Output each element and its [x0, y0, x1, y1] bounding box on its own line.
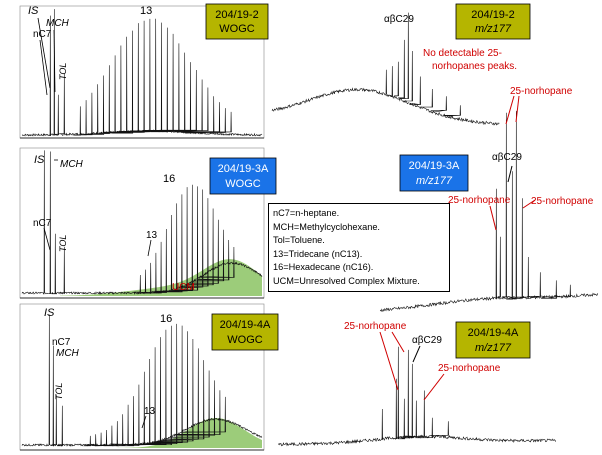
chromatogram-trace — [379, 110, 599, 312]
peak-label-abc29: αβC29 — [384, 14, 414, 25]
peak-label-25-norhopane: 25-norhopane — [531, 196, 594, 207]
annotation-arrow — [39, 39, 48, 96]
panel-mz177-4a: 25-norhopane αβC29 25-norhopane 204/19-4… — [277, 321, 557, 447]
annotation-arrow — [53, 29, 56, 93]
abbreviation-legend: nC7=n-heptane. MCH=Methylcyclohexane. To… — [268, 203, 450, 292]
annotation-arrow — [515, 95, 520, 123]
panel-mz177-2: αβC29 No detectable 25- norhopanes peaks… — [271, 3, 531, 126]
chromatogram-trace — [271, 12, 500, 126]
peak-label-is: IS — [28, 5, 39, 17]
legend-item: 16=Hexadecane (nC16). — [273, 262, 374, 272]
peak-label-nc7: nC7 — [33, 218, 52, 229]
annotation-arrow — [412, 345, 421, 363]
ucm-area — [60, 418, 262, 448]
svg-text:204/19-2: 204/19-2 — [215, 9, 258, 21]
peak-label-13: 13 — [140, 5, 152, 17]
chromatogram-trace — [21, 9, 263, 137]
sample-box: 204/19-2 m/z177 — [455, 3, 531, 40]
note-line: norhopanes peaks. — [432, 61, 517, 72]
annotation-arrow — [43, 227, 51, 251]
annotation-arrow — [37, 17, 51, 89]
peak-label-tol: TOL — [54, 383, 64, 400]
svg-text:204/19-2: 204/19-2 — [471, 9, 514, 21]
annotation-arrow — [141, 415, 147, 429]
peak-label-abc29: αβC29 — [492, 152, 522, 163]
svg-text:204/19-4A: 204/19-4A — [220, 319, 271, 331]
svg-text:WOGC: WOGC — [227, 334, 262, 346]
panel-wogc-2: IS MCH nC7 TOL 13 204/19-2 WOGC — [19, 3, 269, 139]
peak-label-nc7: nC7 — [52, 337, 71, 348]
annotation-arrow — [505, 95, 515, 125]
panel-wogc-3a: IS MCH nC7 TOL 13 16 UCM 204/19-3A WOGC — [19, 147, 277, 299]
sample-box: 204/19-4A WOGC — [211, 313, 279, 351]
svg-text:m/z177: m/z177 — [475, 23, 512, 35]
legend-item: 13=Tridecane (nC13). — [273, 248, 363, 259]
svg-text:m/z177: m/z177 — [416, 175, 453, 187]
peak-label-25-norhopane: 25-norhopane — [344, 321, 407, 332]
legend-item: Tol=Toluene. — [273, 235, 325, 245]
peak-label-25-norhopane: 25-norhopane — [510, 86, 573, 97]
peak-label-abc29: αβC29 — [412, 335, 442, 346]
svg-text:WOGC: WOGC — [225, 178, 260, 190]
svg-text:m/z177: m/z177 — [475, 342, 512, 354]
peak-label-mch: MCH — [56, 348, 80, 359]
legend-item: nC7=n-heptane. — [273, 208, 340, 218]
peak-label-13: 13 — [146, 230, 158, 241]
peak-label-mch: MCH — [60, 159, 84, 170]
peak-label-25-norhopane: 25-norhopane — [438, 363, 501, 374]
peak-label-nc7: nC7 — [33, 29, 52, 40]
chromatogram-trace — [277, 346, 557, 447]
ucm-label: UCM — [172, 282, 195, 293]
peak-label-13: 13 — [144, 406, 156, 417]
chromatogram-trace — [21, 150, 263, 295]
panel-wogc-4a: IS nC7 MCH TOL 13 16 204/19-4A WOGC — [19, 303, 279, 451]
annotation-arrow — [522, 199, 536, 209]
annotation-arrow — [423, 373, 445, 401]
peak-label-mch: MCH — [46, 18, 70, 29]
svg-text:WOGC: WOGC — [219, 23, 254, 35]
sample-box: 204/19-3A m/z177 — [399, 154, 469, 192]
sample-box: 204/19-4A m/z177 — [455, 321, 531, 359]
svg-text:204/19-3A: 204/19-3A — [218, 163, 269, 175]
peak-label-25-norhopane: 25-norhopane — [448, 195, 511, 206]
ucm-area — [60, 259, 262, 296]
note-line: No detectable 25- — [423, 48, 502, 59]
annotation-arrow — [507, 165, 513, 183]
annotation-arrow — [147, 239, 152, 257]
peak-label-is: IS — [44, 307, 55, 319]
peak-label-is: IS — [34, 154, 45, 166]
annotation-arrow — [379, 331, 399, 391]
annotation-arrow — [391, 331, 405, 353]
legend-item: MCH=Methylcyclohexane. — [273, 221, 380, 232]
panel-mz177-3a: 25-norhopane αβC29 25-norhopane 25-norho… — [379, 86, 599, 312]
chromatogram-trace — [21, 314, 263, 447]
legend-item: UCM=Unresolved Complex Mixture. — [273, 275, 420, 286]
svg-text:204/19-3A: 204/19-3A — [409, 160, 460, 172]
peak-label-16: 16 — [163, 173, 175, 185]
sample-box: 204/19-3A WOGC — [209, 157, 277, 195]
annotation-arrow — [489, 205, 497, 231]
peak-label-tol: TOL — [58, 63, 68, 80]
sample-box: 204/19-2 WOGC — [205, 3, 269, 40]
peak-label-tol: TOL — [58, 235, 68, 252]
svg-text:204/19-4A: 204/19-4A — [468, 327, 519, 339]
peak-label-16: 16 — [160, 313, 172, 325]
